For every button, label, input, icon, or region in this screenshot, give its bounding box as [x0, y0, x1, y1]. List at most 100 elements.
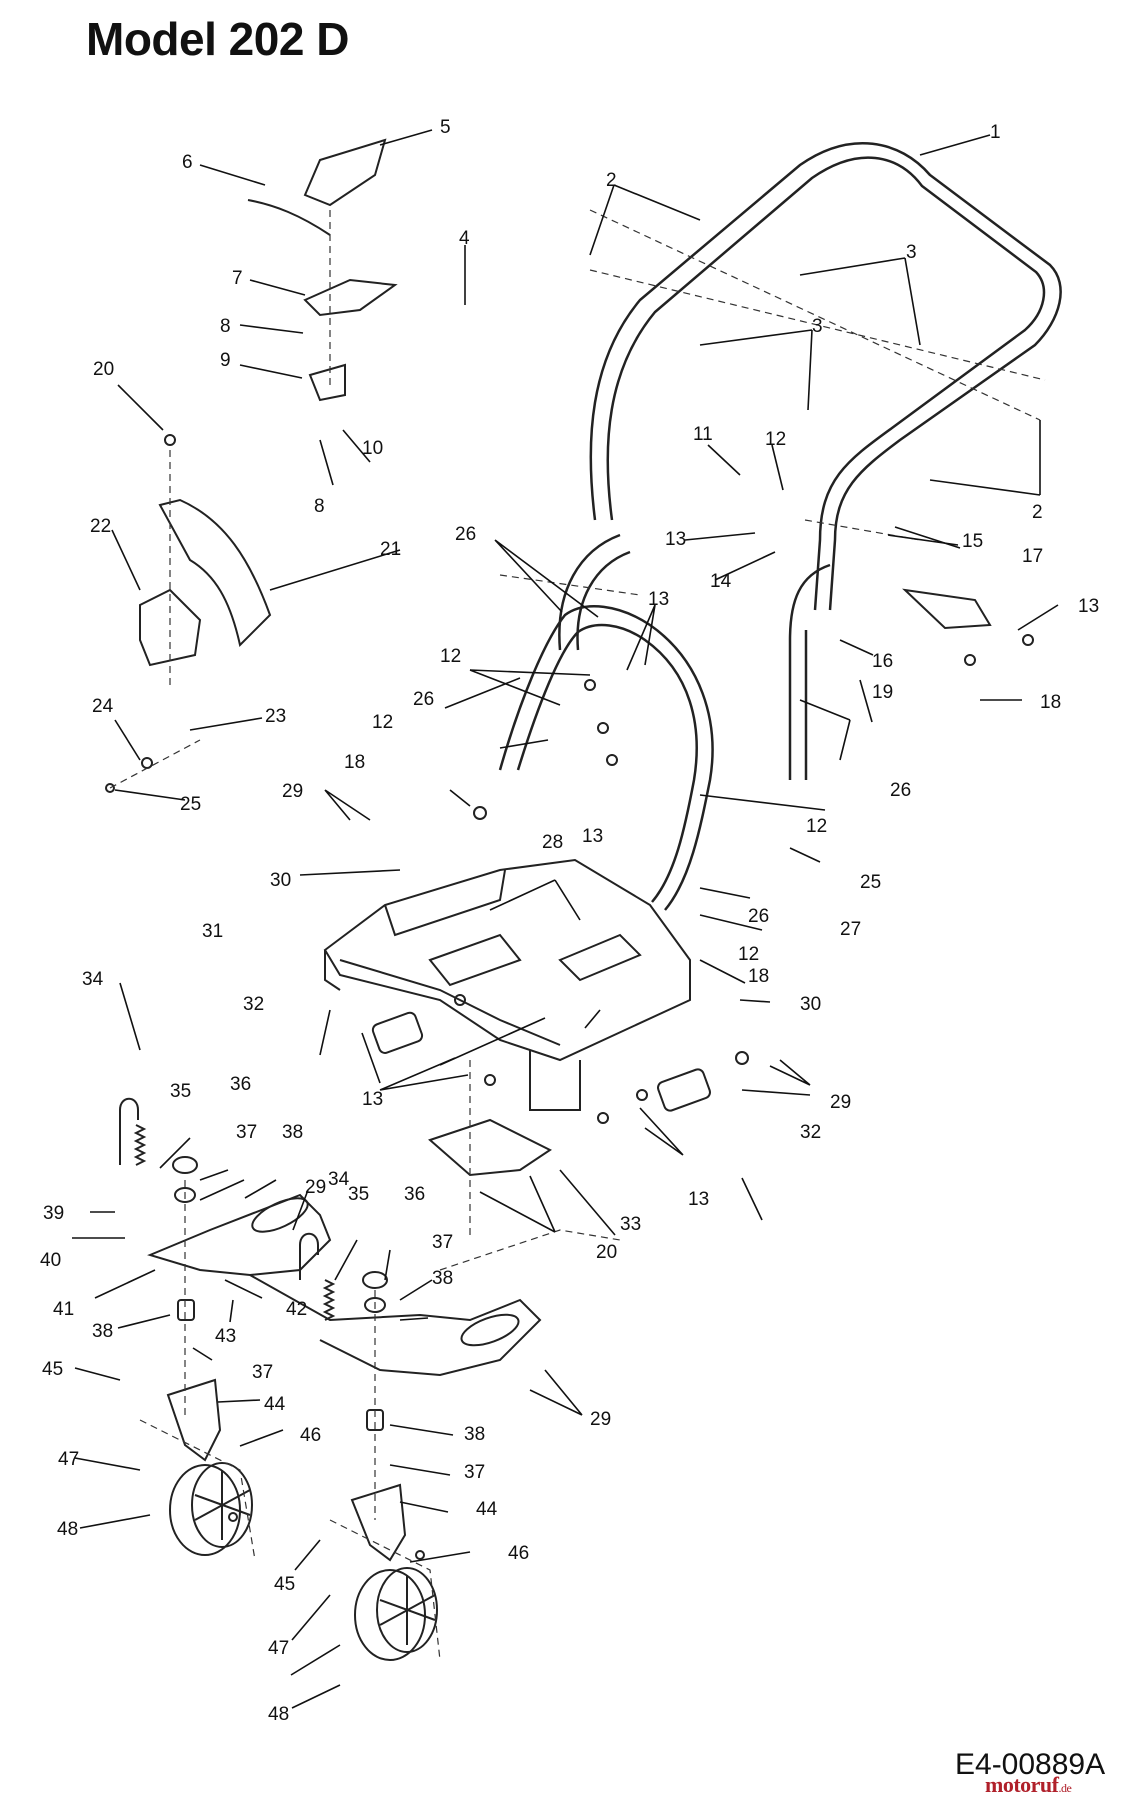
callout-37: 37 [464, 1462, 485, 1483]
lower-handle-tubes [498, 605, 808, 911]
callout-44: 44 [264, 1394, 286, 1415]
callout-30: 30 [270, 870, 291, 891]
callout-23: 23 [265, 706, 286, 727]
callout-12: 12 [806, 816, 827, 837]
callout-20: 20 [93, 359, 114, 380]
callout-25: 25 [180, 794, 201, 815]
control-assembly [247, 138, 398, 402]
callout-1: 1 [990, 122, 1001, 143]
callout-21: 21 [380, 539, 401, 560]
callout-35: 35 [170, 1081, 191, 1102]
bushing [364, 1297, 386, 1313]
callout-26: 26 [413, 689, 434, 710]
callout-16: 16 [872, 651, 893, 672]
mounting-plate-left [371, 1011, 424, 1054]
callout-14: 14 [710, 571, 732, 592]
callout-13: 13 [582, 826, 603, 847]
callout-34: 34 [82, 969, 104, 990]
callout-8: 8 [220, 316, 231, 337]
callout-34: 34 [328, 1169, 350, 1190]
callout-37: 37 [236, 1122, 257, 1143]
callout-35: 35 [348, 1184, 369, 1205]
callout-37: 37 [252, 1362, 273, 1383]
callout-24: 24 [92, 696, 114, 717]
callout-46: 46 [300, 1425, 321, 1446]
callout-37: 37 [432, 1232, 453, 1253]
callout-29: 29 [305, 1177, 326, 1198]
callout-12: 12 [372, 712, 393, 733]
skid-plate [428, 1118, 552, 1177]
callout-10: 10 [362, 438, 383, 459]
callout-9: 9 [220, 350, 231, 371]
callout-26: 26 [455, 524, 476, 545]
callout-5: 5 [440, 117, 451, 138]
callout-26: 26 [890, 780, 911, 801]
callout-31: 31 [202, 921, 223, 942]
callout-32: 32 [800, 1122, 821, 1143]
page-title: Model 202 D [86, 13, 349, 65]
mounting-plate-right [657, 1068, 711, 1112]
hardware-items [105, 434, 1034, 1560]
spring-pin-right [299, 1232, 319, 1280]
callout-19: 19 [872, 682, 893, 703]
callout-2: 2 [1032, 502, 1043, 523]
callout-4: 4 [459, 228, 470, 249]
assembly-lines [109, 209, 1046, 1661]
main-frame [323, 858, 691, 1111]
callout-27: 27 [840, 919, 861, 940]
callout-labels: 1 2 2 3 3 4 5 6 7 8 8 9 10 11 12 12 12 1… [40, 117, 1099, 1725]
callout-12: 12 [765, 429, 786, 450]
watermark-brand: motoruf [985, 1772, 1059, 1797]
callout-36: 36 [404, 1184, 425, 1205]
leader-lines [72, 129, 1059, 1709]
callout-48: 48 [268, 1704, 289, 1725]
callout-42: 42 [286, 1299, 307, 1320]
bushing [172, 1156, 198, 1174]
callout-2: 2 [606, 170, 617, 191]
drawing-code: E4-00889A [955, 1748, 1106, 1781]
callout-22: 22 [90, 516, 111, 537]
callout-33: 33 [620, 1214, 641, 1235]
bushing [362, 1271, 388, 1289]
callout-13: 13 [648, 589, 669, 610]
bracket-22 [139, 588, 202, 667]
wheel-upper [169, 1462, 253, 1556]
callout-15: 15 [962, 531, 983, 552]
callout-29: 29 [282, 781, 303, 802]
callout-3: 3 [906, 242, 917, 263]
guard-panel [158, 498, 272, 647]
callout-18: 18 [1040, 692, 1061, 713]
callout-43: 43 [215, 1326, 236, 1347]
handle-assembly [558, 142, 1062, 651]
callout-47: 47 [268, 1638, 289, 1659]
callout-29: 29 [590, 1409, 611, 1430]
callout-17: 17 [1022, 546, 1043, 567]
callout-30: 30 [800, 994, 821, 1015]
callout-12: 12 [440, 646, 461, 667]
callout-13: 13 [1078, 596, 1099, 617]
callout-13: 13 [665, 529, 686, 550]
callout-18: 18 [344, 752, 365, 773]
callout-45: 45 [274, 1574, 295, 1595]
callout-12: 12 [738, 944, 759, 965]
callout-47: 47 [58, 1449, 79, 1470]
callout-38: 38 [92, 1321, 113, 1342]
watermark-domain: .de [1058, 1781, 1072, 1795]
callout-29: 29 [830, 1092, 851, 1113]
spring-pin-left [119, 1097, 139, 1165]
callout-39: 39 [43, 1203, 64, 1224]
bushing [174, 1187, 196, 1203]
watermark-logo: motoruf.de [985, 1772, 1072, 1798]
wheel-bracket-upper [166, 1378, 222, 1462]
callout-46: 46 [508, 1543, 529, 1564]
frame-slot [460, 1313, 520, 1347]
callout-36: 36 [230, 1074, 251, 1095]
callout-13: 13 [688, 1189, 709, 1210]
callout-13: 13 [362, 1089, 383, 1110]
callout-7: 7 [232, 268, 243, 289]
callout-41: 41 [53, 1299, 74, 1320]
callout-8: 8 [314, 496, 325, 517]
callout-28: 28 [542, 832, 563, 853]
callout-38: 38 [432, 1268, 453, 1289]
